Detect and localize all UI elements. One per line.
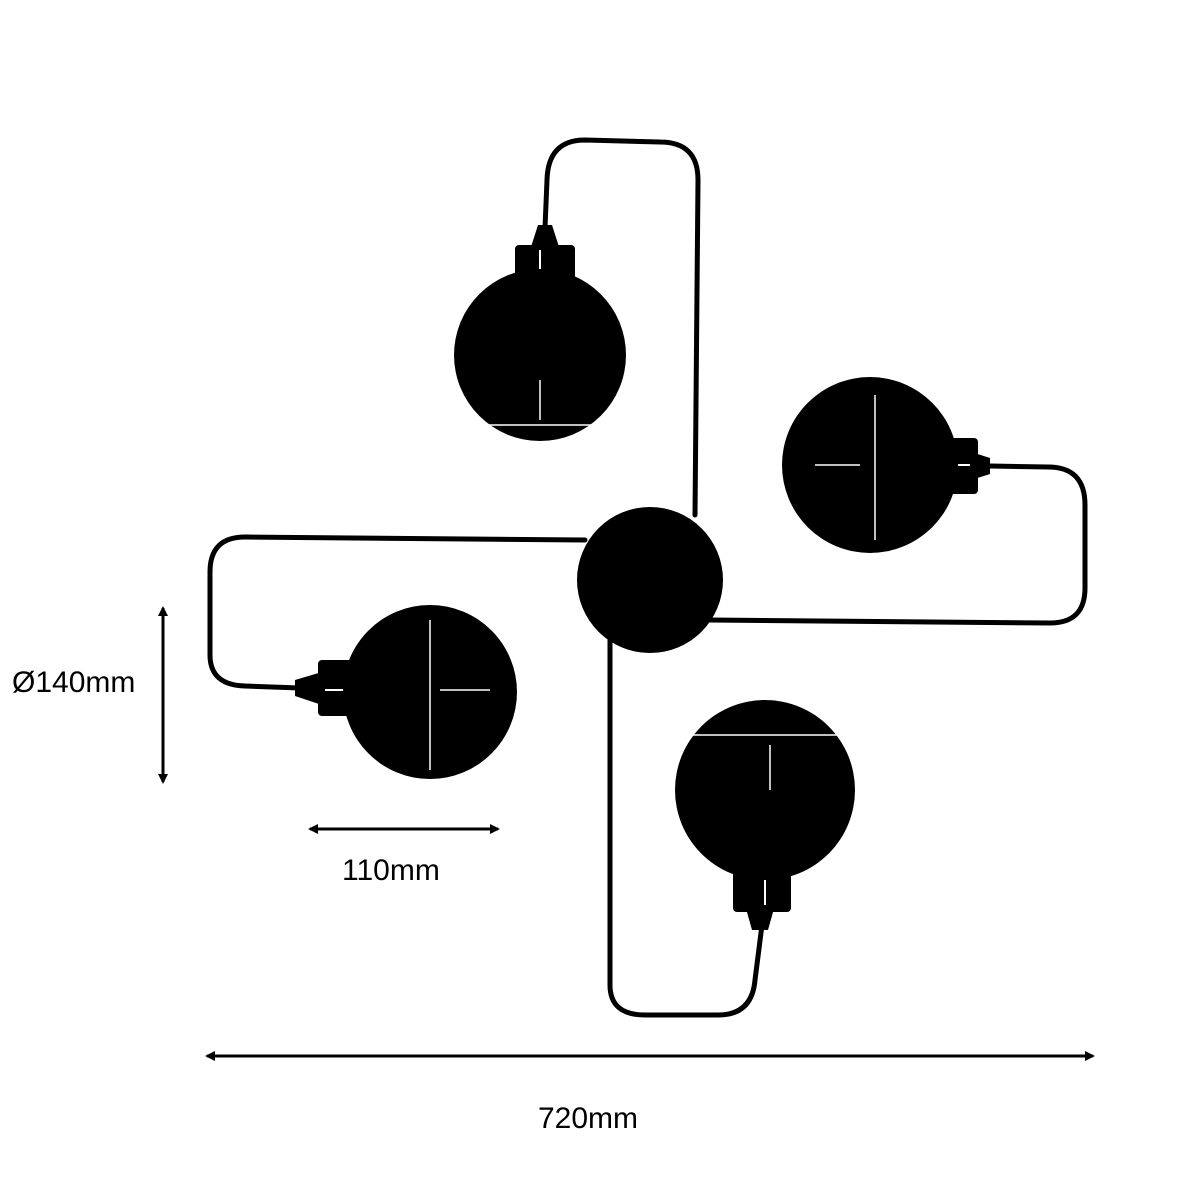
arm-bottom (607, 637, 765, 1018)
arm-right (707, 463, 1088, 626)
ceiling-canopy (577, 507, 723, 653)
total-width-label: 720mm (538, 1102, 639, 1135)
shade-diameter-label: Ø140mm (12, 666, 136, 699)
lamp-left (295, 605, 517, 779)
arm-left (207, 534, 588, 691)
lamp-bottom (675, 700, 855, 930)
shade-width-label: 110mm (342, 854, 440, 887)
lamp-top (454, 225, 626, 441)
lamp-right (782, 377, 990, 553)
arm-top (542, 137, 701, 518)
